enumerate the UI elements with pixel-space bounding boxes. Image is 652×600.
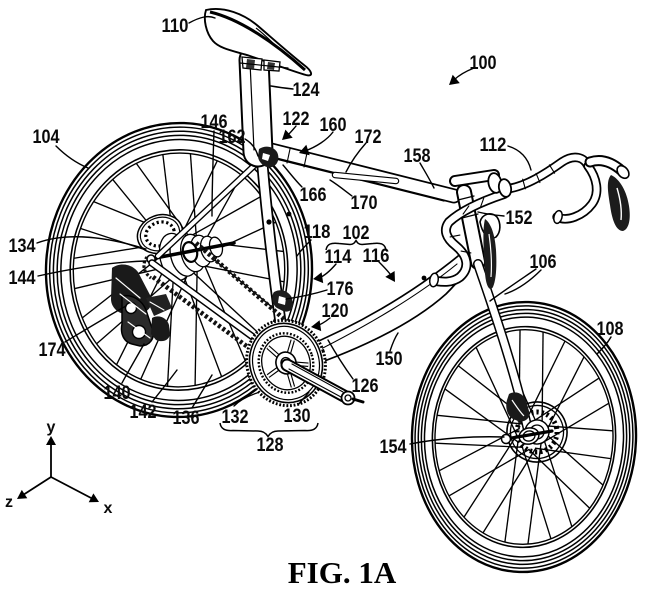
svg-text:124: 124 (293, 79, 320, 101)
svg-text:104: 104 (33, 126, 60, 148)
svg-text:120: 120 (322, 300, 349, 322)
svg-text:142: 142 (130, 401, 157, 423)
svg-text:106: 106 (530, 251, 557, 273)
svg-text:152: 152 (506, 207, 533, 229)
svg-text:160: 160 (320, 114, 347, 136)
svg-text:146: 146 (201, 111, 228, 133)
svg-text:FIG. 1A: FIG. 1A (288, 555, 397, 590)
svg-text:150: 150 (376, 348, 403, 370)
svg-text:166: 166 (300, 184, 327, 206)
svg-text:132: 132 (222, 406, 249, 428)
svg-text:118: 118 (304, 221, 331, 243)
svg-text:102: 102 (343, 222, 370, 244)
svg-text:136: 136 (173, 407, 200, 429)
svg-text:128: 128 (257, 434, 284, 456)
svg-text:172: 172 (355, 126, 382, 148)
svg-text:162: 162 (219, 126, 246, 148)
svg-text:134: 134 (9, 235, 36, 257)
svg-text:170: 170 (351, 192, 378, 214)
svg-text:100: 100 (470, 52, 497, 74)
svg-text:y: y (47, 419, 56, 436)
svg-text:144: 144 (9, 267, 36, 289)
svg-text:z: z (5, 494, 13, 511)
svg-text:116: 116 (363, 245, 390, 267)
svg-text:x: x (104, 500, 113, 517)
svg-text:114: 114 (325, 246, 352, 268)
svg-text:154: 154 (380, 436, 407, 458)
svg-text:130: 130 (284, 405, 311, 427)
svg-text:176: 176 (327, 278, 354, 300)
svg-text:174: 174 (39, 339, 66, 361)
svg-text:122: 122 (283, 108, 310, 130)
svg-text:158: 158 (404, 145, 431, 167)
svg-text:112: 112 (480, 134, 507, 156)
svg-text:140: 140 (104, 382, 131, 404)
svg-text:126: 126 (352, 375, 379, 397)
svg-text:110: 110 (162, 15, 189, 37)
svg-text:108: 108 (597, 318, 624, 340)
